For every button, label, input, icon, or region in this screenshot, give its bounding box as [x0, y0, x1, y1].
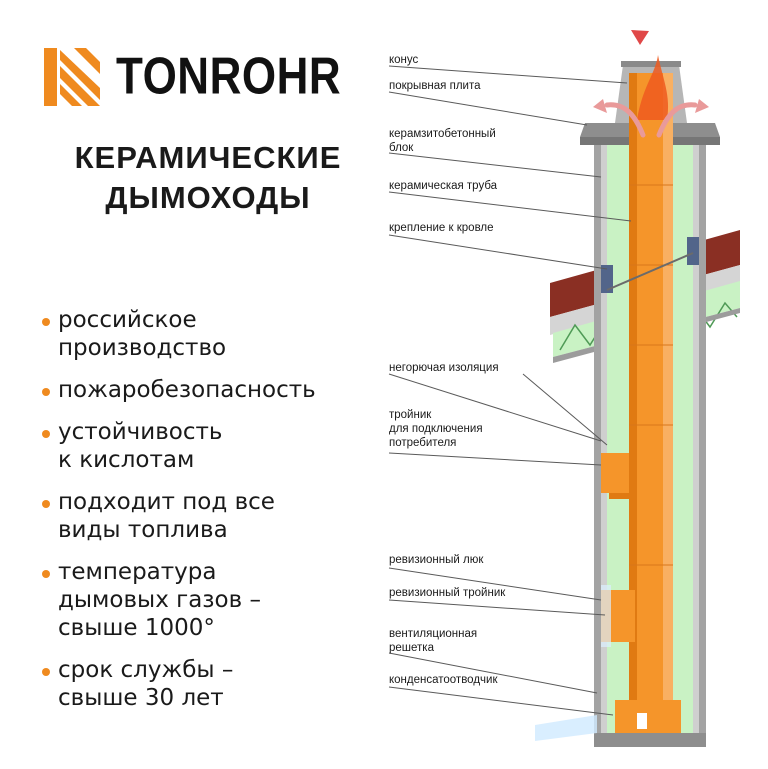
label-vent-1: вентиляционная [389, 628, 477, 640]
label-block-2: блок [389, 142, 414, 154]
bullet-icon [42, 570, 50, 578]
label-insulation: негорючая изоляция [389, 362, 499, 374]
feature-line: к кислотам [58, 447, 195, 473]
label-vent-2: решетка [389, 642, 435, 654]
feature-item: температура дымовых газов – свыше 1000° [40, 558, 370, 642]
bullet-icon [42, 318, 50, 326]
feature-line: срок службы – [58, 657, 234, 683]
tonrohr-logo-icon [44, 48, 100, 106]
label-tee-2: для подключения [389, 423, 483, 435]
label-cover-plate: покрывная плита [389, 80, 481, 92]
bullet-icon [42, 500, 50, 508]
bullet-icon [42, 430, 50, 438]
feature-line: свыше 30 лет [58, 685, 224, 711]
feature-line: виды топлива [58, 517, 228, 543]
headline-line-1: КЕРАМИЧЕСКИЕ [74, 140, 342, 175]
feature-line: российское [58, 307, 197, 333]
bullet-icon [42, 388, 50, 396]
label-ceramic-pipe: керамическая труба [389, 180, 498, 192]
headline-line-2: ДЫМОХОДЫ [105, 180, 311, 215]
label-block-1: керамзитобетонный [389, 128, 496, 140]
feature-list: российское производство пожаробезопаснос… [40, 306, 370, 726]
exhaust-arrow-icon [631, 30, 649, 45]
feature-line: производство [58, 335, 227, 361]
feature-line: свыше 1000° [58, 615, 215, 641]
condensate-trap [535, 700, 706, 747]
label-condensate: конденсатоотводчик [389, 674, 498, 686]
feature-item: российское производство [40, 306, 370, 362]
feature-line: подходит под все [58, 489, 275, 515]
feature-line: дымовых газов – [58, 587, 261, 613]
label-inspection-hatch: ревизионный люк [389, 554, 484, 566]
brand-logo: TONROHR [44, 48, 341, 106]
ceramic-pipe [629, 55, 673, 727]
label-tee-1: тройник [389, 409, 432, 421]
feature-line: устойчивость [58, 419, 223, 445]
connection-tee [601, 453, 629, 499]
feature-item: подходит под все виды топлива [40, 488, 370, 544]
feature-line: пожаробезопасность [58, 377, 316, 403]
feature-item: устойчивость к кислотам [40, 418, 370, 474]
label-cone: конус [389, 54, 419, 66]
bullet-icon [42, 668, 50, 676]
label-inspection-tee: ревизионный тройник [389, 587, 506, 599]
label-tee-3: потребителя [389, 437, 456, 449]
label-roof-mount: крепление к кровле [389, 222, 494, 234]
roof-mount [601, 265, 613, 293]
chimney-diagram: конус покрывная плита керамзитобетонный … [388, 30, 740, 747]
page-title: КЕРАМИЧЕСКИЕ ДЫМОХОДЫ [48, 138, 368, 218]
feature-line: температура [58, 559, 217, 585]
feature-item: пожаробезопасность [40, 376, 370, 404]
feature-item: срок службы – свыше 30 лет [40, 656, 370, 712]
callout-labels: конус покрывная плита керамзитобетонный … [389, 54, 506, 686]
brand-name: TONROHR [116, 47, 342, 106]
exhaust-arrows [604, 102, 698, 138]
